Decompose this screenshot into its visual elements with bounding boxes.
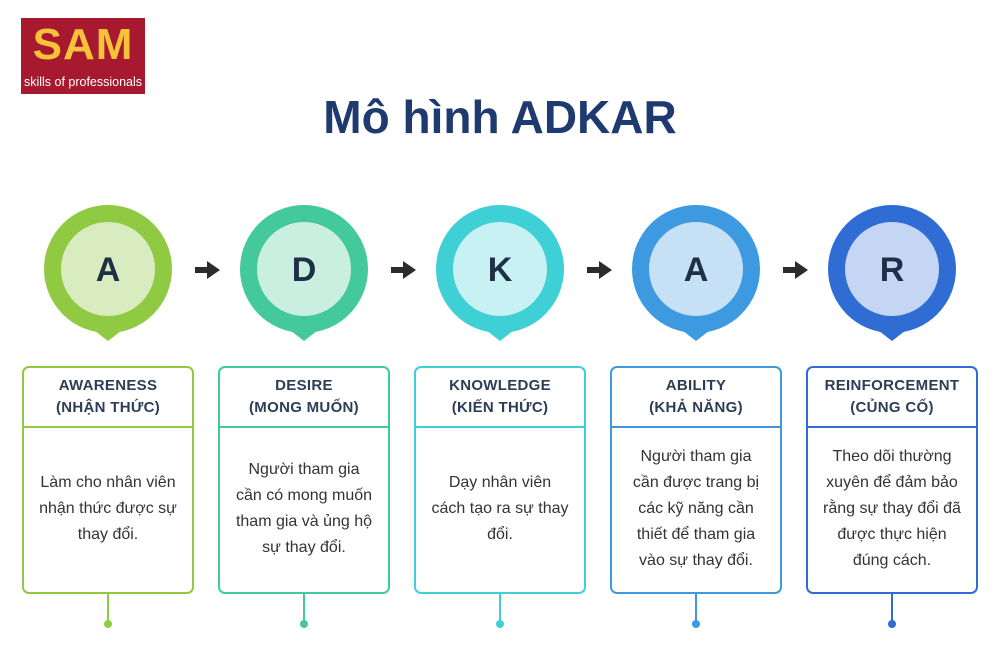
ability-card-header: ABILITY (KHẢ NĂNG) [612, 368, 780, 428]
stage-reinforcement: R REINFORCEMENT (CỦNG CỐ) Theo dõi thườn… [806, 0, 978, 667]
awareness-stem [107, 594, 109, 622]
ability-description: Người tham gia cần được trang bị các kỹ … [632, 448, 760, 569]
reinforcement-card: REINFORCEMENT (CỦNG CỐ) Theo dõi thường … [806, 366, 978, 594]
knowledge-dot [496, 620, 504, 628]
ability-pin-icon [632, 205, 760, 341]
arrow-right-icon [587, 261, 612, 279]
logo-main-text: SAM [32, 20, 134, 69]
desire-pin-icon [240, 205, 368, 341]
reinforcement-dot [888, 620, 896, 628]
awareness-card: AWARENESS (NHẬN THỨC) Làm cho nhân viên … [22, 366, 194, 594]
knowledge-description: Dạy nhân viên cách tạo ra sự thay đổi. [431, 474, 569, 543]
stage-desire: D DESIRE (MONG MUỐN) Người tham gia cần … [218, 0, 390, 667]
knowledge-card: KNOWLEDGE (KIẾN THỨC) Dạy nhân viên cách… [414, 366, 586, 594]
reinforcement-letter: R [879, 251, 905, 289]
awareness-pin-icon [44, 205, 172, 341]
knowledge-subheading: (KIẾN THỨC) [451, 399, 549, 416]
knowledge-heading: KNOWLEDGE [449, 377, 551, 394]
reinforcement-pin-icon [828, 205, 956, 341]
ability-subheading: (KHẢ NĂNG) [649, 399, 743, 416]
reinforcement-stem [891, 594, 893, 622]
desire-letter: D [291, 251, 317, 289]
desire-subheading: (MONG MUỐN) [249, 399, 359, 416]
stage-awareness: A AWARENESS (NHẬN THỨC) Làm cho nhân viê… [22, 0, 194, 667]
reinforcement-card-header: REINFORCEMENT (CỦNG CỐ) [808, 368, 976, 428]
awareness-dot [104, 620, 112, 628]
ability-stem [695, 594, 697, 622]
awareness-subheading: (NHẬN THỨC) [55, 399, 161, 416]
desire-card-header: DESIRE (MONG MUỐN) [220, 368, 388, 428]
diagram-title: Mô hình ADKAR [323, 91, 677, 143]
desire-description: Người tham gia cần có mong muốn tham gia… [235, 461, 373, 556]
knowledge-letter: K [487, 251, 513, 289]
logo-tagline: skills of professionals [23, 75, 143, 89]
ability-letter: A [683, 251, 709, 289]
desire-heading: DESIRE [275, 377, 333, 394]
stage-ability: A ABILITY (KHẢ NĂNG) Người tham gia cần … [610, 0, 782, 667]
awareness-heading: AWARENESS [58, 377, 158, 394]
reinforcement-subheading: (CỦNG CỐ) [850, 399, 934, 416]
knowledge-stem [499, 594, 501, 622]
awareness-letter: A [95, 251, 121, 289]
knowledge-pin-icon [436, 205, 564, 341]
reinforcement-description: Theo dõi thường xuyên để đảm bảo rằng sự… [823, 448, 961, 569]
knowledge-card-header: KNOWLEDGE (KIẾN THỨC) [416, 368, 584, 428]
awareness-card-header: AWARENESS (NHẬN THỨC) [24, 368, 192, 428]
ability-dot [692, 620, 700, 628]
awareness-description: Làm cho nhân viên nhận thức được sự thay… [39, 474, 177, 543]
ability-heading: ABILITY [665, 377, 727, 394]
desire-card: DESIRE (MONG MUỐN) Người tham gia cần có… [218, 366, 390, 594]
sam-logo: SAM skills of professionals [21, 18, 145, 94]
reinforcement-heading: REINFORCEMENT [824, 377, 960, 394]
desire-dot [300, 620, 308, 628]
desire-stem [303, 594, 305, 622]
arrow-right-icon [783, 261, 808, 279]
arrow-right-icon [195, 261, 220, 279]
arrow-right-icon [391, 261, 416, 279]
stage-knowledge: K KNOWLEDGE (KIẾN THỨC) Dạy nhân viên cá… [414, 0, 586, 667]
ability-card: ABILITY (KHẢ NĂNG) Người tham gia cần đư… [610, 366, 782, 594]
